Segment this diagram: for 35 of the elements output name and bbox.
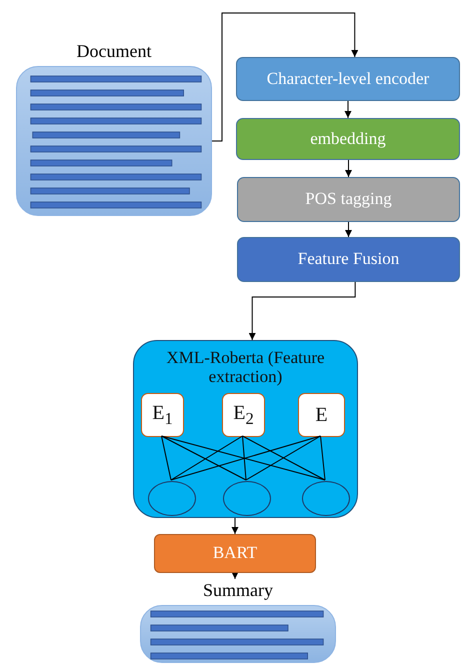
process-box <box>236 57 460 101</box>
process-box <box>236 118 460 160</box>
output-ellipse <box>148 481 196 516</box>
node-label: POS tagging <box>305 190 392 209</box>
node-label: embedding <box>310 130 386 148</box>
arrow <box>212 12 358 142</box>
node-label: Feature Fusion <box>298 250 400 269</box>
process-box <box>237 237 460 282</box>
document-heading: Document <box>76 42 152 62</box>
connector-line <box>320 436 326 480</box>
process-box <box>237 177 460 222</box>
output-ellipse <box>223 481 271 516</box>
arrow <box>344 100 352 118</box>
connector-line <box>161 436 172 480</box>
embedding-box <box>141 393 184 437</box>
process-box <box>154 534 316 573</box>
embedding-box <box>222 393 265 437</box>
connector-line <box>242 436 246 480</box>
document-heading: Summary <box>202 581 274 601</box>
arrow <box>345 222 352 238</box>
connector-line <box>170 436 243 480</box>
model-container <box>133 340 358 518</box>
node-label: XML-Roberta (Feature extraction) <box>165 349 326 386</box>
arrow <box>345 160 352 178</box>
connector-line <box>161 436 246 480</box>
node-label: E <box>315 404 328 426</box>
arrow <box>232 518 238 534</box>
node-label: BART <box>212 544 258 563</box>
embedding-box <box>298 393 345 437</box>
node-label: E$_{1}$ <box>152 402 173 428</box>
arrow <box>232 572 238 580</box>
output-ellipse <box>302 481 350 516</box>
arrow <box>248 282 356 340</box>
node-label: Character-level encoder <box>266 70 430 88</box>
node-label: E$_{2}$ <box>233 402 254 428</box>
